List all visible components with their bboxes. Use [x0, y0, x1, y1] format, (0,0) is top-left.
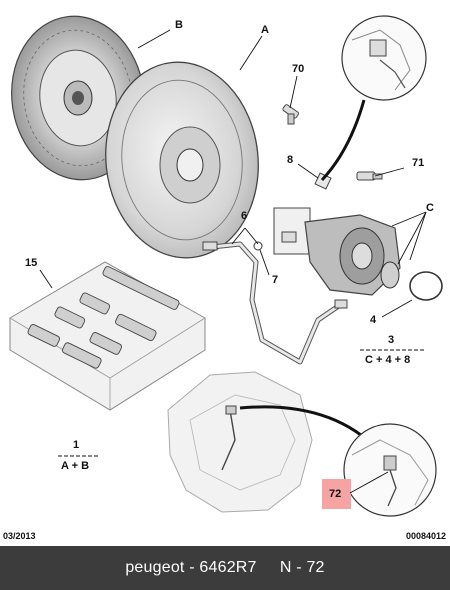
callout-8: 8 [287, 154, 293, 166]
detail-circle-bottom [343, 423, 437, 517]
callout-1: 1 [73, 439, 79, 451]
highlight-72 [322, 479, 351, 509]
hydraulic-pipe [202, 231, 348, 365]
callout-72: 72 [329, 488, 341, 500]
leader-lines [39, 29, 427, 494]
caption-gap [257, 559, 280, 577]
caption-brand: peugeot [125, 559, 185, 576]
exploded-parts-diagram: B A 70 8 71 C 6 7 15 4 3 C + 4 + 8 1 A +… [9, 15, 443, 517]
pin-8 [314, 172, 332, 190]
bolt-70 [282, 104, 299, 125]
callout-a: A [261, 24, 269, 36]
leader-detail-top [320, 99, 366, 182]
callout-3: 3 [388, 334, 394, 346]
callout-7: 7 [272, 274, 278, 286]
callout-70: 70 [292, 63, 304, 75]
callout-15: 15 [25, 257, 37, 269]
caption-separator: - [184, 559, 200, 576]
caption-position: N - 72 [279, 559, 325, 576]
detail-circle-top [341, 15, 427, 101]
gearbox [167, 371, 313, 513]
callout-b: B [175, 19, 183, 31]
callout-4: 4 [370, 314, 377, 326]
o-ring-4 [409, 271, 443, 301]
kit-1-formula: A + B [61, 460, 89, 472]
caption-bar: peugeot - 6462R7 N - 72 [0, 546, 450, 590]
diagram-reference: 00084012 [405, 531, 446, 541]
slave-cylinder-c [273, 207, 401, 296]
spacer-kit-15 [9, 261, 206, 411]
kit-3-formula: C + 4 + 8 [365, 354, 410, 366]
bolt-71 [356, 171, 383, 181]
diagram-date: 03/2013 [3, 531, 36, 541]
callout-6: 6 [241, 210, 247, 222]
caption-part-number: 6462R7 [199, 559, 257, 576]
callout-c: C [426, 202, 434, 214]
pressure-plate-a [105, 61, 259, 259]
callout-71: 71 [412, 157, 424, 169]
